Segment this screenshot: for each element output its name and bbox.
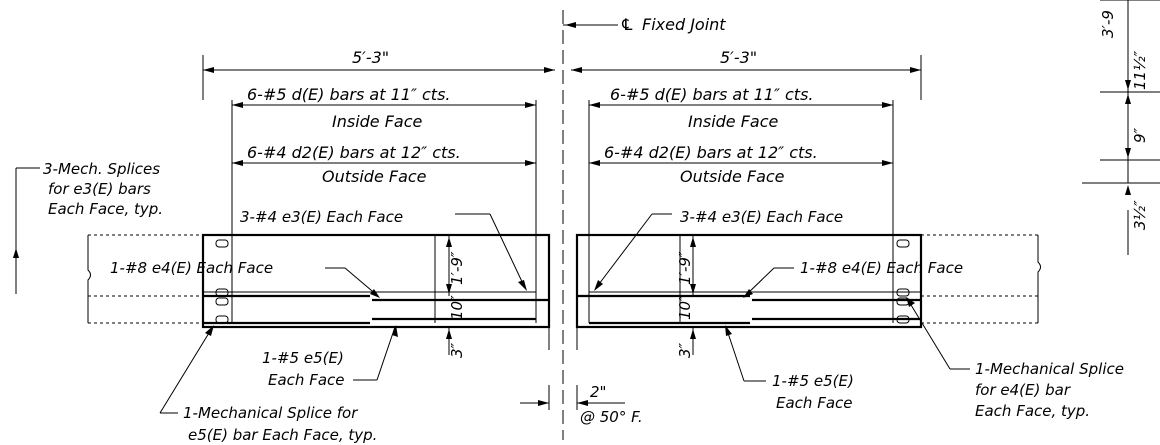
inside-face-label-right: Inside Face [688, 112, 779, 131]
d-bars-right: 6-#5 d(E) bars at 11″ cts. Inside Face 6… [588, 85, 894, 235]
right-dim-9: 9″ [1131, 127, 1149, 143]
mech-splice-e5-callout: 1-Mechanical Splice for e5(E) bar Each F… [159, 325, 377, 444]
vertical-dims-left: 1′-9″ 10″ 3″ [434, 235, 466, 358]
e5-label-line1-left: 1-#5 e5(E) [262, 349, 344, 367]
dim-10-right: 10″ [676, 295, 694, 320]
mech-splice-e5-line1: 1-Mechanical Splice for [183, 404, 358, 422]
e5-label-line2-right: Each Face [776, 394, 853, 412]
mech-splice-e3-line2: for e3(E) bars [48, 180, 151, 198]
right-section-dims: 3′-9 11½″ 9″ 3½″ [1082, 0, 1160, 255]
gap-temperature-label: @ 50° F. [580, 408, 643, 426]
e3-bars-label-right: 3-#4 e3(E) Each Face [680, 208, 843, 226]
d-bars-left: 6-#5 d(E) bars at 11″ cts. Inside Face 6… [231, 85, 537, 235]
fixed-joint-centerline: ℄ Fixed Joint [562, 10, 726, 440]
mech-splice-e3-line1: 3-Mech. Splices [43, 160, 160, 178]
d2-bars-label-left: 6-#4 d2(E) bars at 12″ cts. [247, 143, 461, 162]
d-bars-label-left: 6-#5 d(E) bars at 11″ cts. [247, 85, 451, 104]
right-dim-top: 3′-9 [1099, 10, 1117, 38]
e3-bars-left-callout: 3-#4 e3(E) Each Face [240, 208, 527, 291]
d-bars-label-right: 6-#5 d(E) bars at 11″ cts. [610, 85, 814, 104]
dim-3-right: 3″ [676, 342, 694, 358]
mech-splice-e4-line3: Each Face, typ. [975, 402, 1090, 420]
mech-splice-e3-callout: 3-Mech. Splices for e3(E) bars Each Face… [13, 160, 163, 294]
left-wall-segment [201, 233, 551, 350]
e3-bars-right-callout: 3-#4 e3(E) Each Face [594, 208, 843, 291]
joint-gap-dimension: 2" @ 50° F. [520, 383, 643, 426]
d2-bars-label-right: 6-#4 d2(E) bars at 12″ cts. [604, 143, 818, 162]
e4-bar-left-callout: 1-#8 e4(E) Each Face [110, 259, 380, 298]
e5-bar-left-callout: 1-#5 e5(E) Each Face [262, 325, 398, 389]
dim-1-9-left: 1′-9″ [448, 251, 466, 285]
adjacent-bar-lines [87, 234, 1041, 324]
e4-bar-label-right: 1-#8 e4(E) Each Face [800, 259, 963, 277]
fixed-joint-label: Fixed Joint [642, 15, 726, 34]
e5-label-line1-right: 1-#5 e5(E) [772, 372, 854, 390]
span-dimension-right: 5′-3" [571, 48, 922, 100]
e5-bar-right-callout: 1-#5 e5(E) Each Face [725, 325, 854, 412]
right-dim-3-5: 3½″ [1131, 200, 1149, 230]
mech-splice-e4-line1: 1-Mechanical Splice [975, 360, 1124, 378]
centerline-symbol: ℄ [620, 15, 634, 34]
outside-face-label-right: Outside Face [680, 167, 785, 186]
mech-splice-e4-line2: for e4(E) bar [975, 381, 1071, 399]
vertical-dims-right: 1′-9″ 10″ 3″ [676, 235, 696, 358]
outside-face-label-left: Outside Face [322, 167, 427, 186]
mech-splice-e5-line2: e5(E) bar Each Face, typ. [188, 426, 377, 444]
gap-dimension-label: 2" [590, 383, 606, 401]
dim-3-left: 3″ [448, 342, 466, 358]
inside-face-label-left: Inside Face [332, 112, 423, 131]
e3-bars-label-left: 3-#4 e3(E) Each Face [240, 208, 403, 226]
dim-10-left: 10″ [448, 295, 466, 320]
e4-bar-right-callout: 1-#8 e4(E) Each Face [743, 259, 963, 298]
right-dim-11-5: 11½″ [1131, 50, 1149, 90]
span-dimension-left: 5′-3" [202, 48, 555, 100]
e4-bar-label-left: 1-#8 e4(E) Each Face [110, 259, 273, 277]
e5-label-line2-left: Each Face [268, 371, 345, 389]
right-span-label: 5′-3" [720, 48, 757, 67]
right-wall-segment [575, 233, 923, 350]
mech-splice-e4-callout: 1-Mechanical Splice for e4(E) bar Each F… [906, 297, 1124, 420]
dim-1-9-right: 1′-9″ [676, 251, 694, 285]
left-span-label: 5′-3" [352, 48, 389, 67]
mech-splice-e3-line3: Each Face, typ. [48, 200, 163, 218]
